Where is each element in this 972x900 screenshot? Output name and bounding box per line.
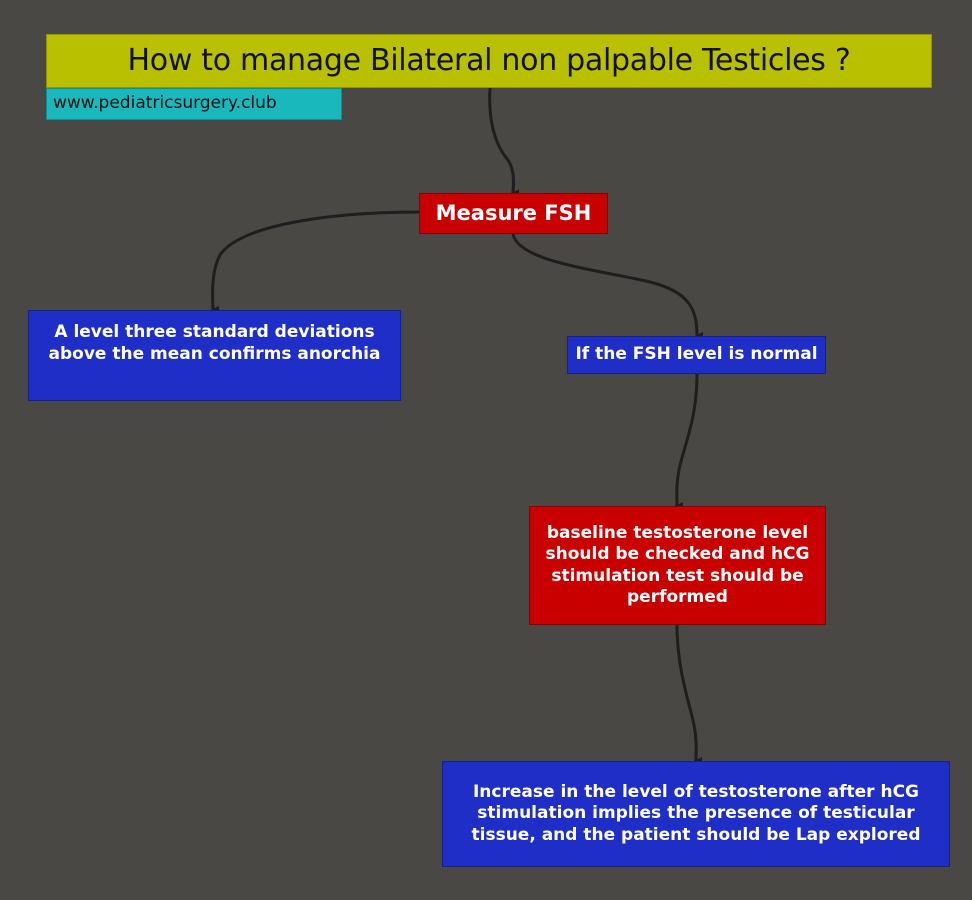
node-measure-fsh: Measure FSH <box>419 193 608 234</box>
edge-measure-fsh-to-anorchia <box>211 210 420 314</box>
website-label: www.pediatricsurgery.club <box>46 88 342 120</box>
node-fsh-normal: If the FSH level is normal <box>567 336 826 374</box>
node-baseline-test: baseline testosterone level should be ch… <box>529 506 826 625</box>
edge-measure-fsh-to-fsh-normal <box>511 233 704 340</box>
node-anorchia: A level three standard deviations above … <box>28 310 401 401</box>
edge-baseline-test-to-testosterone-increase <box>675 624 703 766</box>
page-title: How to manage Bilateral non palpable Tes… <box>46 34 932 88</box>
node-testosterone-increase: Increase in the level of testosterone af… <box>442 761 950 867</box>
edge-fsh-normal-to-baseline-test <box>675 373 699 510</box>
edge-title-to-measure-fsh <box>488 87 520 198</box>
